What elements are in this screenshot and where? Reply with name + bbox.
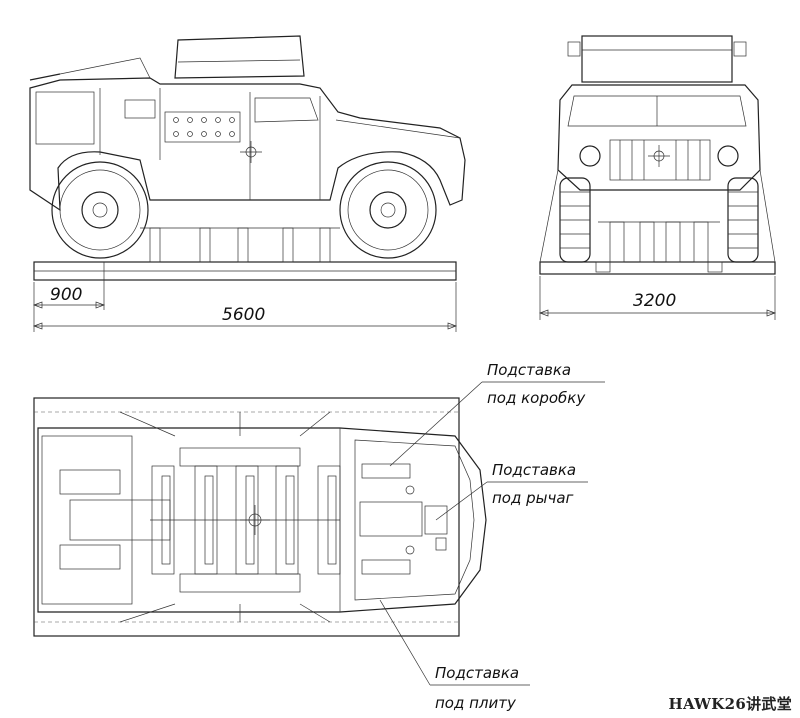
- front-view: [539, 35, 776, 275]
- callout-plate-line1: Подставка: [435, 664, 519, 682]
- front-hull: [557, 84, 761, 191]
- top-view: [33, 397, 487, 637]
- callout-lever-line1: Подставка: [492, 461, 576, 479]
- side-turret: [174, 35, 305, 79]
- side-stands: [140, 227, 340, 263]
- side-rear-wheel: [51, 161, 149, 259]
- callout-lever-line2: под рычаг: [492, 489, 574, 507]
- callout-plate-line2: под плиту: [435, 694, 517, 712]
- side-front-wheel: [339, 161, 437, 259]
- side-view: [29, 35, 466, 281]
- dim-length: 5600: [222, 305, 265, 325]
- side-hull: [29, 77, 466, 212]
- dim-wheel-offset: 900: [50, 285, 82, 305]
- front-turret: [581, 35, 733, 83]
- callout-box-line2: под коробку: [487, 389, 586, 407]
- dim-width: 3200: [633, 291, 676, 311]
- callout-box-line1: Подставка: [487, 361, 571, 379]
- callout-lever-stand: Подставка под рычаг: [435, 461, 588, 521]
- callout-plate-stand: Подставка под плиту: [379, 599, 530, 712]
- watermark: HAWK26讲武堂: [668, 695, 792, 713]
- top-hull: [37, 427, 487, 613]
- front-pallet: [539, 261, 776, 275]
- callout-box-stand: Подставка под коробку: [389, 361, 605, 467]
- side-dimensions: 900 5600: [33, 262, 457, 332]
- top-pallet: [33, 397, 460, 637]
- side-cg-mark: [240, 141, 262, 163]
- front-dimensions: 3200: [539, 276, 776, 320]
